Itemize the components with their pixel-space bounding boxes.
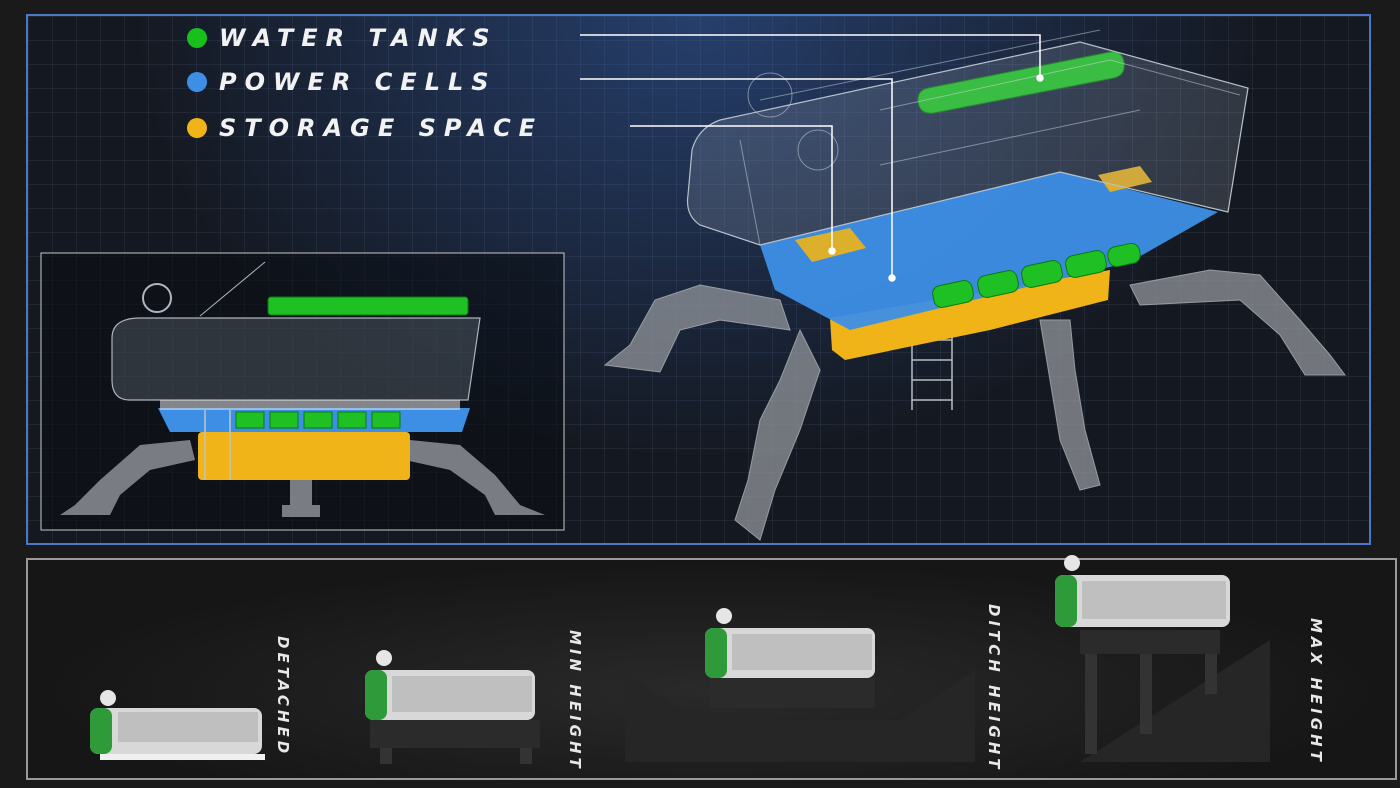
legend-label: STORAGE SPACE [219, 114, 544, 142]
callout-lines [580, 34, 1044, 282]
label-max-height: MAX HEIGHT [1307, 618, 1325, 765]
config-ditch-height [625, 608, 975, 762]
label-ditch-height: DITCH HEIGHT [985, 604, 1003, 773]
side-view-inset [40, 252, 565, 531]
legend-item-power-cells: POWER CELLS [187, 68, 497, 96]
config-min-height [365, 650, 540, 764]
legend-label: POWER CELLS [219, 68, 497, 96]
power-cells-block [760, 172, 1218, 330]
config-max-height [1055, 555, 1270, 762]
storage-space-block [830, 270, 1110, 360]
top-water-tank [917, 51, 1125, 114]
config-renders [90, 555, 1270, 764]
label-detached: DETACHED [274, 636, 292, 758]
power-cells-dot [187, 72, 207, 92]
label-min-height: MIN HEIGHT [566, 630, 584, 772]
legend-item-storage-space: STORAGE SPACE [187, 114, 543, 142]
side-storage-block [198, 432, 410, 480]
legend-item-water-tanks: WATER TANKS [187, 24, 498, 52]
water-tanks-dot [187, 28, 207, 48]
storage-space-dot [187, 118, 207, 138]
config-detached [90, 690, 265, 760]
legend-label: WATER TANKS [219, 24, 498, 52]
main-cutaway-render [603, 29, 1346, 541]
